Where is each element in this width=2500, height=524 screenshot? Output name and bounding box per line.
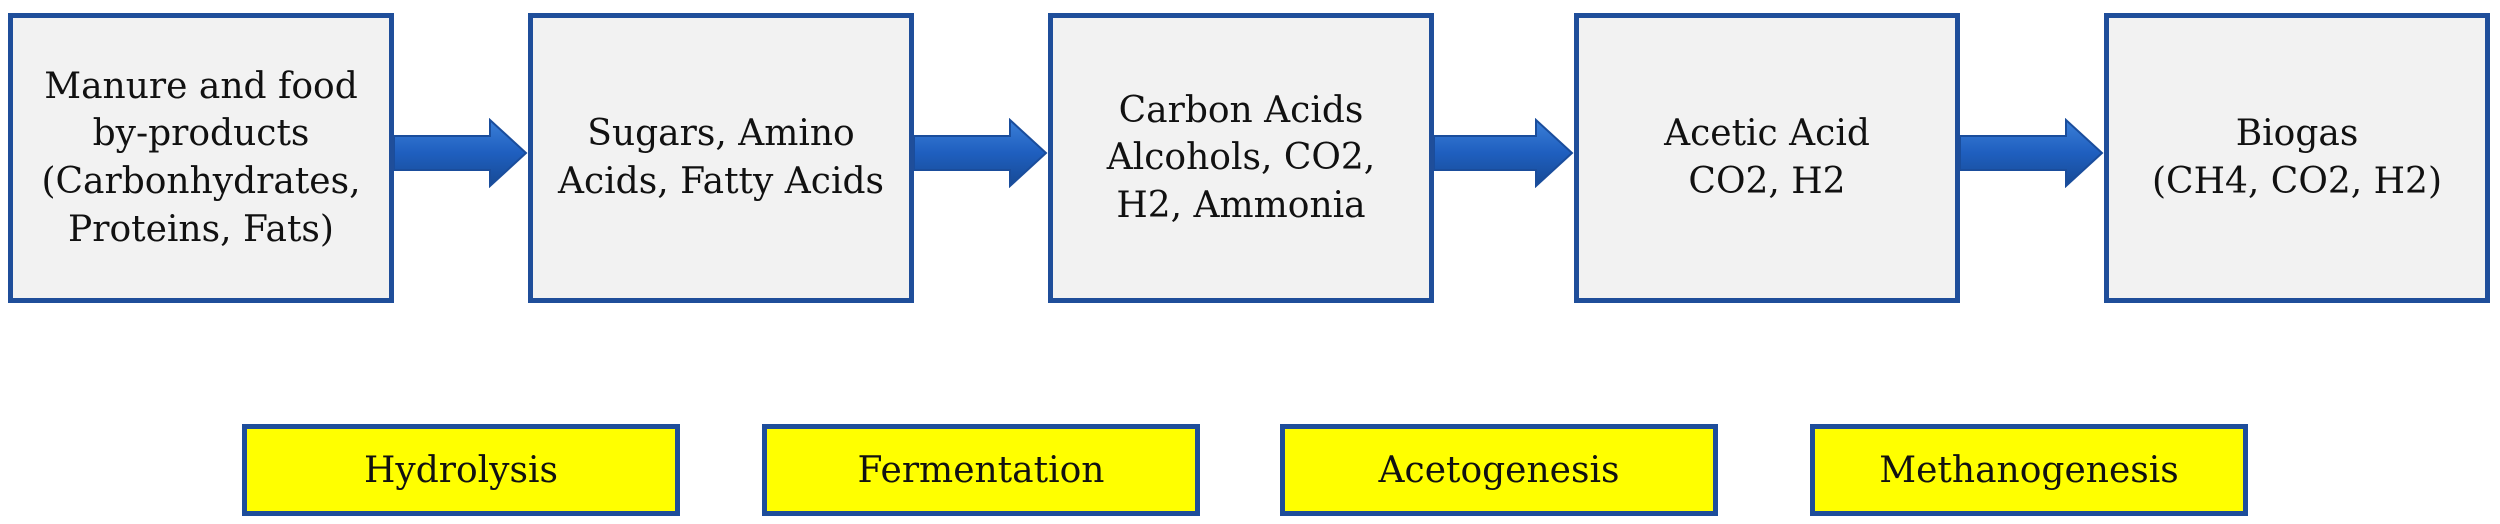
process-box-acetic-acid: Acetic Acid CO2, H2 <box>1574 13 1960 303</box>
stage-label-methanogenesis: Methanogenesis <box>1810 424 2248 516</box>
right-arrow-icon <box>1434 118 1574 188</box>
box-line: Alcohols, CO2, <box>1106 137 1376 179</box>
box-line: (CH4, CO2, H2) <box>2152 161 2442 202</box>
box-line: by-products <box>92 113 310 155</box>
box-line: H2, Ammonia <box>1116 184 1366 226</box>
box-line: (Carbonhydrates, <box>41 161 361 202</box>
stage-label-hydrolysis: Hydrolysis <box>242 424 680 516</box>
box-line: Acids, Fatty Acids <box>558 161 884 202</box>
box-line: CO2, H2 <box>1688 161 1846 202</box>
right-arrow-icon <box>914 118 1048 188</box>
process-box-carbon-acids: Carbon Acids Alcohols, CO2, H2, Ammonia <box>1048 13 1434 303</box>
box-line: Sugars, Amino <box>587 113 855 155</box>
stage-label-fermentation: Fermentation <box>762 424 1200 516</box>
right-arrow-icon <box>394 118 528 188</box>
box-line: Biogas <box>2235 113 2359 155</box>
box-line: Acetic Acid <box>1664 113 1870 155</box>
process-box-biogas: Biogas (CH4, CO2, H2) <box>2104 13 2490 303</box>
box-line: Carbon Acids <box>1118 89 1364 131</box>
right-arrow-icon <box>1960 118 2104 188</box>
process-box-manure: Manure and food by-products (Carbonhydra… <box>8 13 394 303</box>
box-line: Proteins, Fats) <box>68 208 334 250</box>
box-line: Manure and food <box>44 65 358 107</box>
stage-label-acetogenesis: Acetogenesis <box>1280 424 1718 516</box>
process-box-sugars: Sugars, Amino Acids, Fatty Acids <box>528 13 914 303</box>
